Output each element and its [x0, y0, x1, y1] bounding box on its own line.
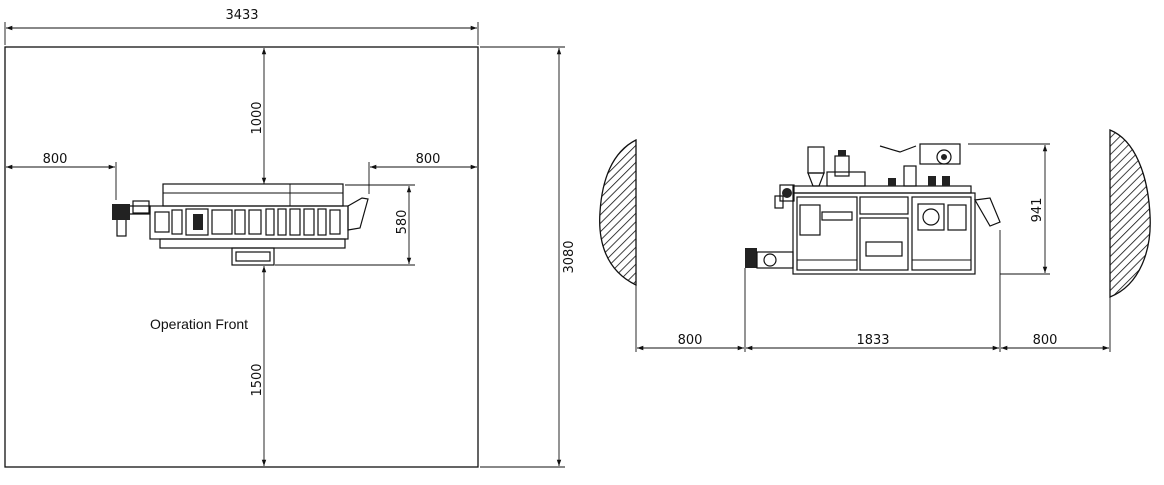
- right-wall: [1109, 129, 1151, 298]
- elev-height-label: 941: [1030, 198, 1045, 223]
- elevation-view: 800 1833 800 941: [599, 129, 1151, 352]
- machine-elevation-symbol: [745, 143, 1001, 275]
- machine-plan-symbol: [112, 183, 369, 266]
- top-clearance-label: 1000: [250, 101, 265, 134]
- elev-left-clearance-label: 800: [678, 333, 703, 348]
- right-clearance-label: 800: [416, 152, 441, 167]
- operation-front-label: Operation Front: [150, 316, 248, 332]
- elev-length-label: 1833: [856, 333, 889, 348]
- width-dimension-label: 3433: [225, 8, 258, 23]
- left-wall: [599, 138, 637, 287]
- left-clearance-label: 800: [43, 152, 68, 167]
- height-dimension-label: 3080: [562, 240, 577, 273]
- machine-depth-label: 580: [395, 210, 410, 235]
- front-clearance-label: 1500: [250, 363, 265, 396]
- plan-floor-boundary: [4, 46, 479, 468]
- elev-right-clearance-label: 800: [1033, 333, 1058, 348]
- plan-view: 3433 3080 1000 800 800 580 1500 Operatio…: [4, 8, 577, 468]
